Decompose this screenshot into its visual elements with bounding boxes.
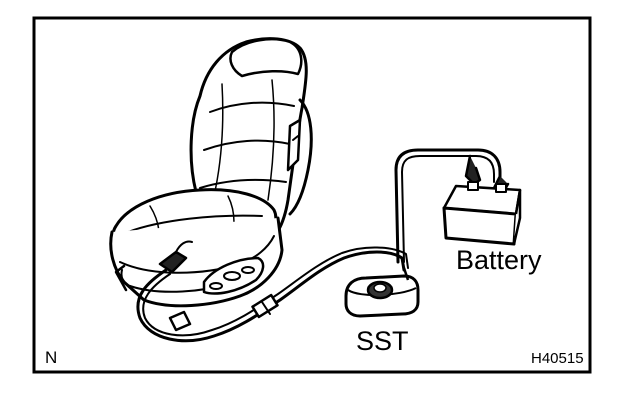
sst-tool — [344, 267, 420, 318]
battery-clip-negative — [464, 154, 482, 186]
figure-code: H40515 — [531, 350, 584, 367]
seat-illustration — [109, 37, 313, 332]
corner-mark: N — [45, 348, 58, 367]
battery-label: Battery — [456, 245, 542, 275]
backrest-side-bolster — [288, 98, 313, 216]
seat-connector — [158, 250, 188, 274]
battery-illustration — [442, 181, 522, 246]
figure-border — [32, 16, 592, 374]
seat-rail — [114, 264, 128, 292]
recline-lever — [286, 118, 302, 172]
sst-label: SST — [356, 326, 409, 356]
seat-headrest — [229, 38, 303, 78]
